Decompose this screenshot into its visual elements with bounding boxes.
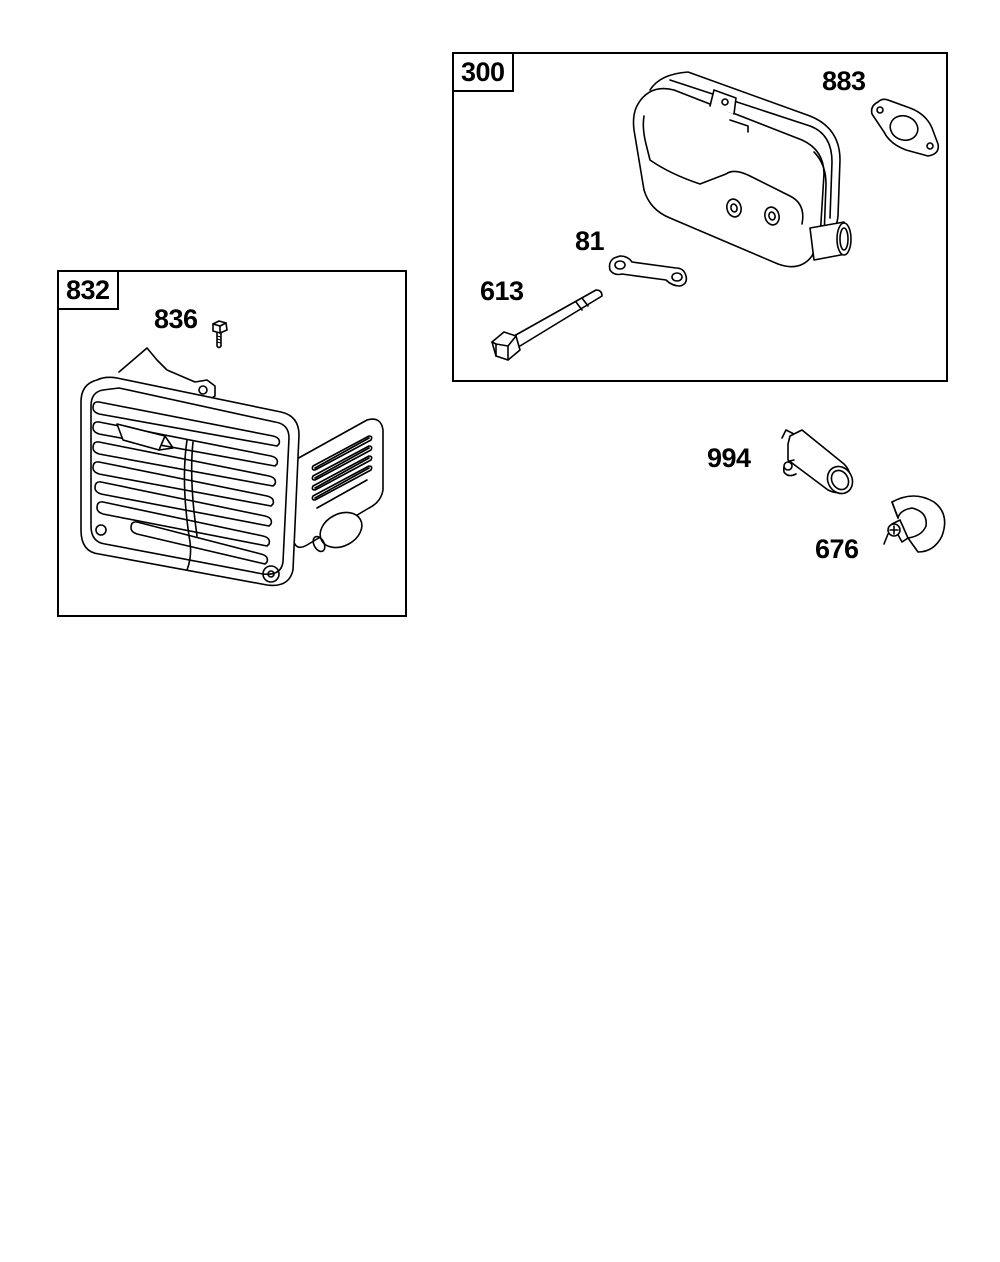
bolt-613-drawing: [491, 289, 603, 361]
muffler-300-drawing: [632, 71, 852, 268]
muffler-guard-832-drawing: [80, 347, 384, 587]
exhaust-clamp-676-drawing: [883, 495, 946, 553]
kit-label-832: 832: [57, 270, 119, 310]
callout-613: 613: [480, 276, 524, 306]
kit-label-300: 300: [452, 52, 514, 92]
hex-screw-836-drawing: [212, 320, 228, 349]
spark-arrester-deflector-994-drawing: [781, 429, 854, 495]
gasket-883-drawing: [870, 98, 940, 157]
callout-676: 676: [815, 534, 859, 564]
callout-836: 836: [154, 304, 198, 334]
lock-plate-81-drawing: [608, 255, 688, 287]
callout-81: 81: [575, 226, 605, 256]
callout-883: 883: [822, 66, 866, 96]
callout-994: 994: [707, 443, 751, 473]
